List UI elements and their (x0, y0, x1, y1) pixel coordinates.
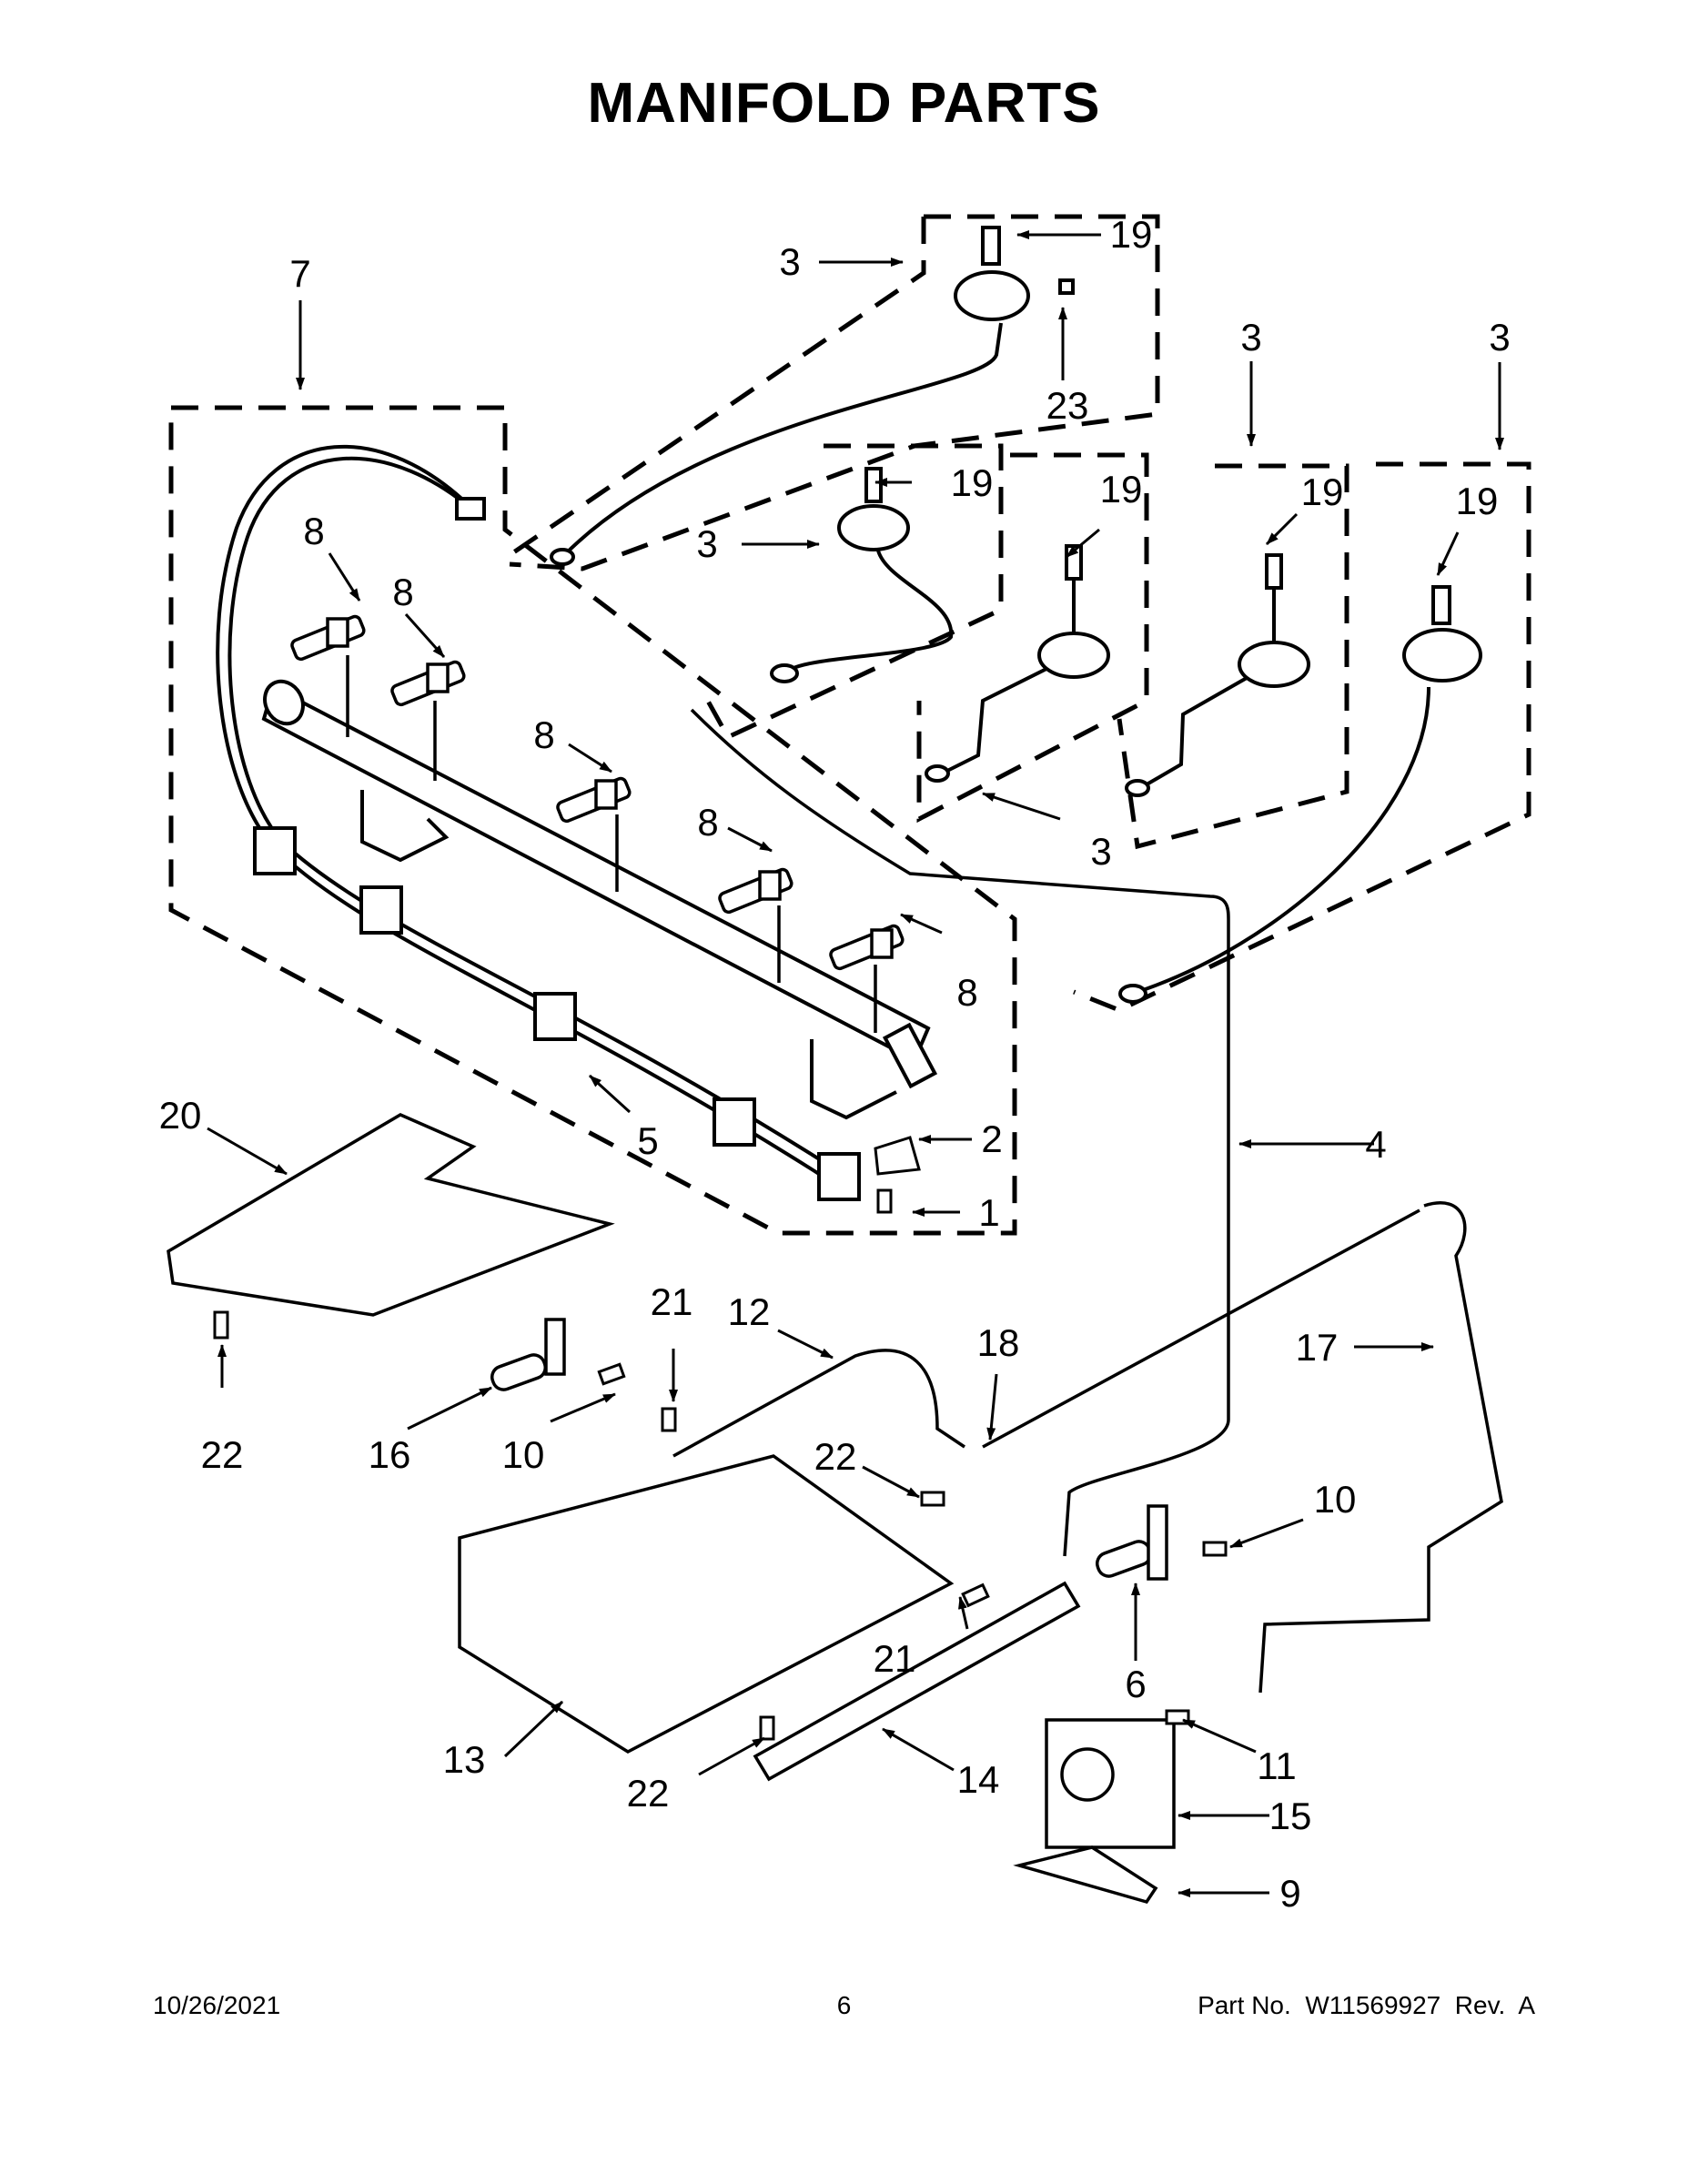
surface-valve-top (550, 226, 1075, 566)
assembly-boundaries (168, 214, 1531, 1236)
callout-12: 12 (728, 1290, 771, 1333)
bake-burner-12 (672, 1349, 965, 1458)
callout-3: 3 (1489, 316, 1510, 359)
footer-part-number: Part No. W11569927 Rev. A (1198, 1991, 1535, 2019)
boundary-valve-center (702, 443, 1004, 741)
callout-8: 8 (533, 713, 554, 756)
callout-19: 19 (951, 461, 994, 504)
callout-19: 19 (1301, 470, 1344, 513)
callout-6: 6 (1125, 1663, 1146, 1705)
surface-valve-center (770, 467, 954, 683)
valve-5 (829, 924, 905, 1033)
callout-11: 11 (1257, 1744, 1297, 1787)
callout-8: 8 (303, 510, 324, 552)
footer-date: 10/26/2021 (153, 1991, 281, 2019)
surface-valve-left (925, 544, 1110, 783)
tube-17 (982, 1201, 1503, 1694)
boundary-manifold-assembly (168, 405, 1017, 1236)
lower-parts (167, 1113, 1228, 1905)
callout-8: 8 (956, 971, 977, 1014)
callout-2: 2 (981, 1117, 1002, 1160)
callout-16: 16 (369, 1433, 411, 1476)
callout-13: 13 (443, 1738, 486, 1781)
heat-shield-20 (167, 1113, 615, 1317)
callout-21: 21 (651, 1280, 693, 1323)
wire-harness (216, 444, 830, 1176)
footer-page-number: 6 (836, 1991, 852, 2019)
callout-22: 22 (201, 1433, 244, 1476)
callout-17: 17 (1296, 1326, 1339, 1369)
callout-18: 18 (977, 1321, 1020, 1364)
callout-19: 19 (1100, 468, 1143, 511)
valve-3 (556, 776, 632, 892)
surface-valves (550, 226, 1482, 1004)
callout-9: 9 (1279, 1872, 1300, 1915)
broil-burner-14 (753, 1581, 1081, 1782)
callout-3: 3 (696, 522, 717, 565)
boundary-valve-right-center (1117, 463, 1349, 850)
callout-14: 14 (957, 1758, 1000, 1801)
callout-3: 3 (1240, 316, 1261, 359)
callout-1: 1 (978, 1191, 999, 1234)
callout-10: 10 (502, 1433, 545, 1476)
callout-21: 21 (874, 1637, 916, 1680)
callout-15: 15 (1269, 1795, 1312, 1837)
callout-19: 19 (1456, 480, 1499, 522)
screws (213, 1136, 1228, 1741)
leader-arrows (207, 230, 1504, 1897)
callout-7: 7 (289, 252, 310, 295)
label-9 (1013, 1845, 1158, 1905)
callout-4: 4 (1365, 1123, 1386, 1166)
callout-3: 3 (1090, 830, 1111, 873)
regulator-15 (1045, 1718, 1176, 1849)
valve-1 (290, 614, 366, 737)
igniter-16 (490, 1318, 566, 1391)
baffle-13 (458, 1454, 955, 1754)
callout-22: 22 (627, 1772, 670, 1815)
callout-5: 5 (637, 1119, 658, 1162)
valve-2 (390, 660, 466, 781)
callout-10: 10 (1314, 1478, 1357, 1521)
manifold-valves (290, 614, 905, 1033)
callout-8: 8 (392, 571, 413, 613)
callouts: 3 19 23 7 19 3 19 19 19 3 3 8 8 8 8 8 3 … (159, 213, 1511, 1915)
manifold-pipe (261, 679, 938, 1089)
igniter-6 (1095, 1504, 1168, 1581)
callout-22: 22 (814, 1435, 857, 1478)
callout-8: 8 (697, 801, 718, 844)
manifold-brackets (360, 790, 897, 1120)
callout-3: 3 (779, 240, 800, 283)
harness-clips (253, 826, 861, 1201)
page-title: MANIFOLD PARTS (587, 72, 1101, 135)
callout-19: 19 (1110, 213, 1153, 256)
boundary-valve-left (916, 452, 1149, 824)
surface-valve-right-center (1125, 553, 1310, 797)
valve-4 (718, 867, 793, 983)
boundary-valve-rear-left (508, 214, 1160, 571)
surface-valve-right (1118, 585, 1482, 1004)
boundary-valve-right (1073, 461, 1531, 1013)
callout-23: 23 (1046, 384, 1089, 427)
tube-4 (690, 708, 1230, 1557)
gas-tubes (690, 708, 1503, 1694)
callout-20: 20 (159, 1094, 202, 1137)
